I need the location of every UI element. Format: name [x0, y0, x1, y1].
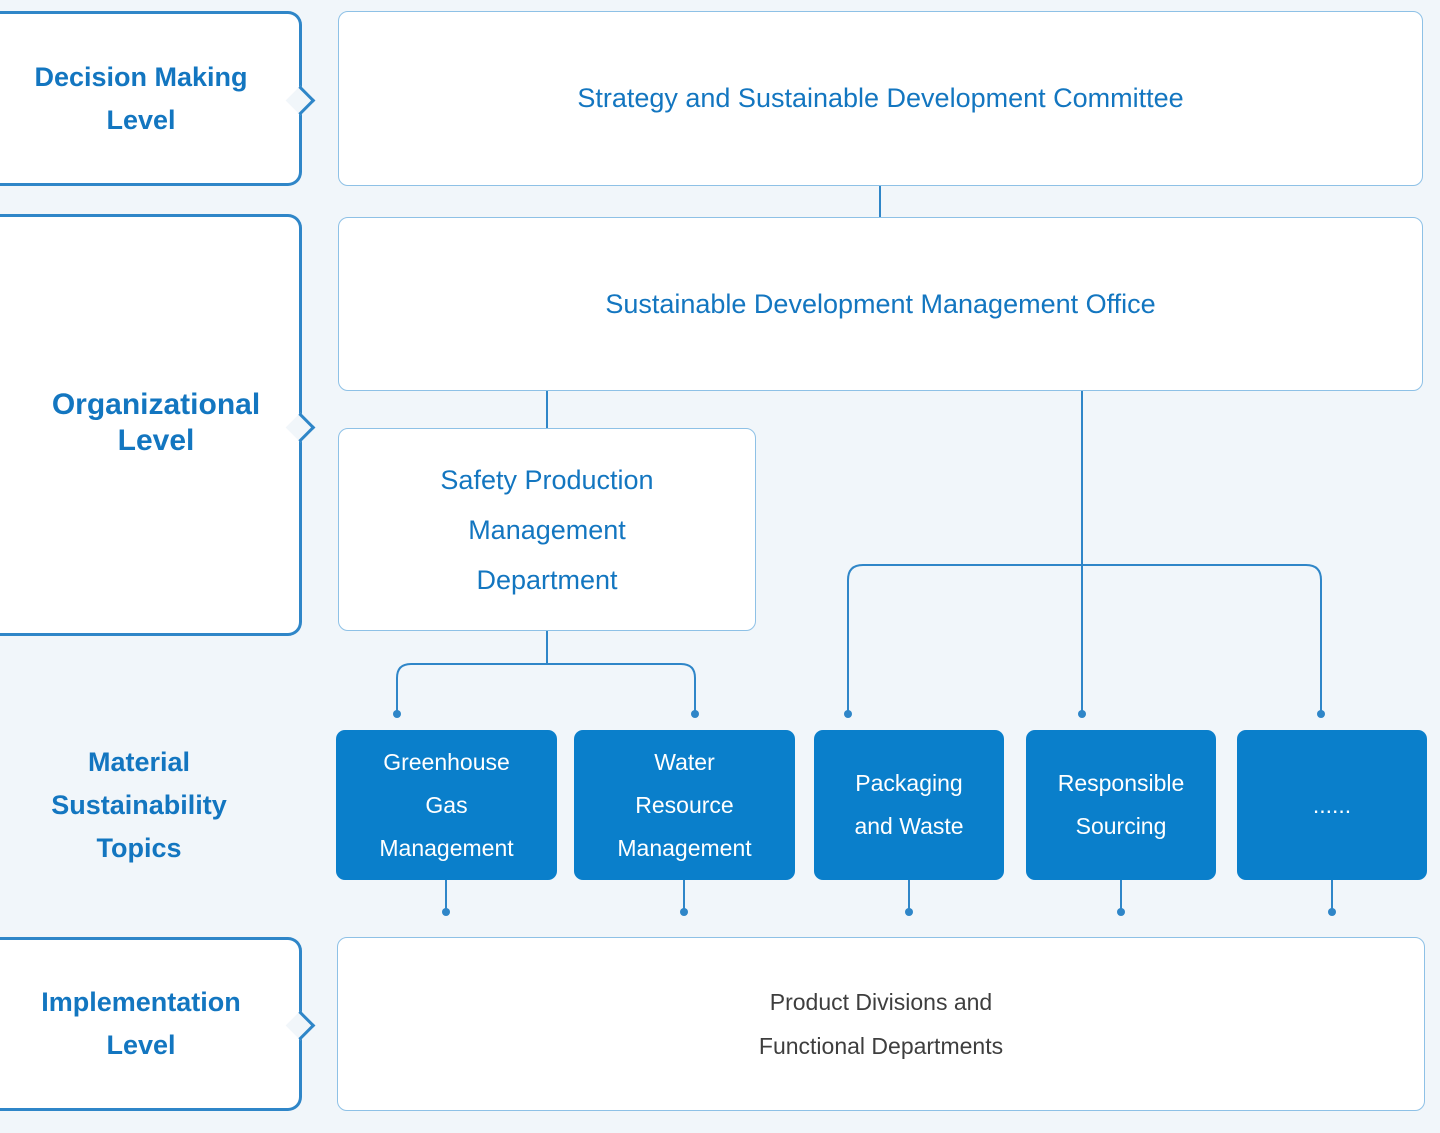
topic-line: Sourcing — [1075, 813, 1167, 839]
implementation-level-label: Implementation Level — [0, 940, 282, 1108]
safety-department-box: Safety Production Management Department — [338, 428, 756, 631]
implementation-level-line-1: Implementation — [41, 987, 241, 1017]
connector-dot — [1328, 908, 1336, 916]
connector-dot — [691, 710, 699, 718]
organizational-level-bracket: Organizational Level — [0, 214, 316, 636]
topic-line: Water — [654, 748, 715, 775]
implementation-box: Product Divisions and Functional Departm… — [337, 937, 1425, 1111]
connector-dot — [844, 710, 852, 718]
safety-line-3: Department — [476, 564, 618, 595]
committee-box: Strategy and Sustainable Development Com… — [338, 11, 1423, 186]
implementation-line-1: Product Divisions and — [769, 989, 993, 1015]
material-topics-label: Material Sustainability Topics — [0, 730, 278, 880]
office-box: Sustainable Development Management Offic… — [338, 217, 1423, 391]
topic-line: Greenhouse — [383, 748, 510, 775]
material-topics-line-1: Material — [87, 746, 191, 777]
connector-dot — [1117, 908, 1125, 916]
connector-dot — [393, 710, 401, 718]
organizational-level-line-2: Level — [117, 424, 195, 457]
topic-line: Packaging — [855, 770, 963, 796]
safety-line-1: Safety Production — [440, 464, 654, 495]
topic-packaging-waste: Packaging and Waste — [814, 730, 1004, 880]
implementation-level-line-2: Level — [106, 1030, 176, 1060]
material-topics-line-2: Sustainability — [51, 789, 227, 820]
committee-label: Strategy and Sustainable Development Com… — [577, 83, 1184, 113]
topic-line: and Waste — [854, 813, 964, 839]
topic-responsible-sourcing: Responsible Sourcing — [1026, 730, 1216, 880]
connector-dot — [1317, 710, 1325, 718]
topic-line: Responsible — [1057, 770, 1185, 796]
decision-level-line-1: Decision Making — [34, 61, 248, 92]
connector-dot — [680, 908, 688, 916]
topic-line: Resource — [635, 791, 734, 818]
topic-water-resource: Water Resource Management — [574, 730, 795, 880]
connector-office-branches — [847, 564, 1322, 712]
decision-level-bracket: Decision Making Level — [0, 11, 316, 186]
connector-dot — [905, 908, 913, 916]
office-label: Sustainable Development Management Offic… — [605, 288, 1156, 319]
connector-safety-branches — [396, 663, 696, 712]
connector-dot — [1078, 710, 1086, 718]
topic-line: Management — [379, 834, 514, 861]
connector-dot — [442, 908, 450, 916]
decision-level-line-2: Level — [106, 104, 176, 135]
organizational-level-label: Organizational Level — [0, 217, 312, 629]
topic-greenhouse-gas: Greenhouse Gas Management — [336, 730, 557, 880]
organizational-level-line-1: Organizational — [51, 388, 261, 421]
topic-line: Management — [617, 834, 752, 861]
topic-line: Gas — [425, 791, 468, 818]
safety-line-2: Management — [468, 514, 626, 545]
implementation-line-2: Functional Departments — [758, 1033, 1004, 1059]
topic-more: ...... — [1237, 730, 1427, 880]
topic-line: ...... — [1312, 791, 1352, 818]
material-topics-line-3: Topics — [96, 832, 182, 863]
implementation-level-bracket: Implementation Level — [0, 937, 316, 1111]
decision-level-label: Decision Making Level — [0, 14, 282, 183]
